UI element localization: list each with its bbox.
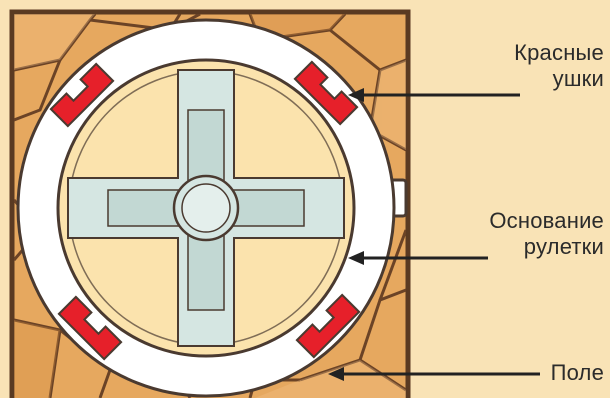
label-roulette-base-line1: Основание: [489, 208, 604, 234]
label-field-line1: Поле: [551, 360, 604, 386]
label-roulette-base-line2: рулетки: [489, 234, 604, 260]
label-red-ears-line1: Красные: [514, 40, 604, 66]
label-red-ears-line2: ушки: [514, 66, 604, 92]
label-field: Поле: [551, 360, 604, 386]
label-roulette-base: Основание рулетки: [489, 208, 604, 260]
cross-hub-center: [182, 184, 230, 232]
label-red-ears: Красные ушки: [514, 40, 604, 92]
